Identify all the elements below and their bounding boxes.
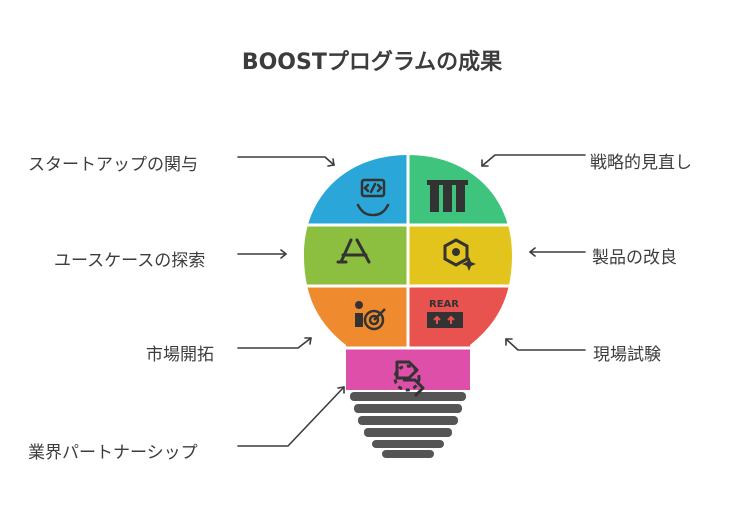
svg-text:REAR: REAR: [429, 299, 459, 310]
code-hands-icon: [356, 178, 390, 217]
label-field: 現場試験: [593, 345, 661, 365]
target-person-icon: [355, 301, 386, 331]
label-startup: スタートアップの関与: [28, 155, 198, 175]
label-strategy: 戦略的見直し: [590, 153, 692, 173]
label-product: 製品の改良: [592, 248, 677, 268]
hexagon-sparkle-icon: [443, 238, 476, 271]
label-partner: 業界パートナーシップ: [28, 443, 198, 463]
handshake-icon: [393, 360, 425, 398]
bulb-base: [350, 392, 466, 458]
connectors: [237, 154, 586, 447]
app-store-icon: [336, 238, 371, 264]
rear-arrows-icon: REAR: [427, 299, 463, 328]
diagram-title: BOOSTプログラムの成果: [241, 50, 503, 75]
label-usecase: ユースケースの探索: [54, 251, 206, 271]
segment-product: [406, 223, 512, 288]
pillars-icon: [427, 180, 468, 212]
label-market: 市場開拓: [146, 345, 214, 365]
segment-market: [304, 284, 410, 350]
segment-startup: [304, 155, 410, 227]
